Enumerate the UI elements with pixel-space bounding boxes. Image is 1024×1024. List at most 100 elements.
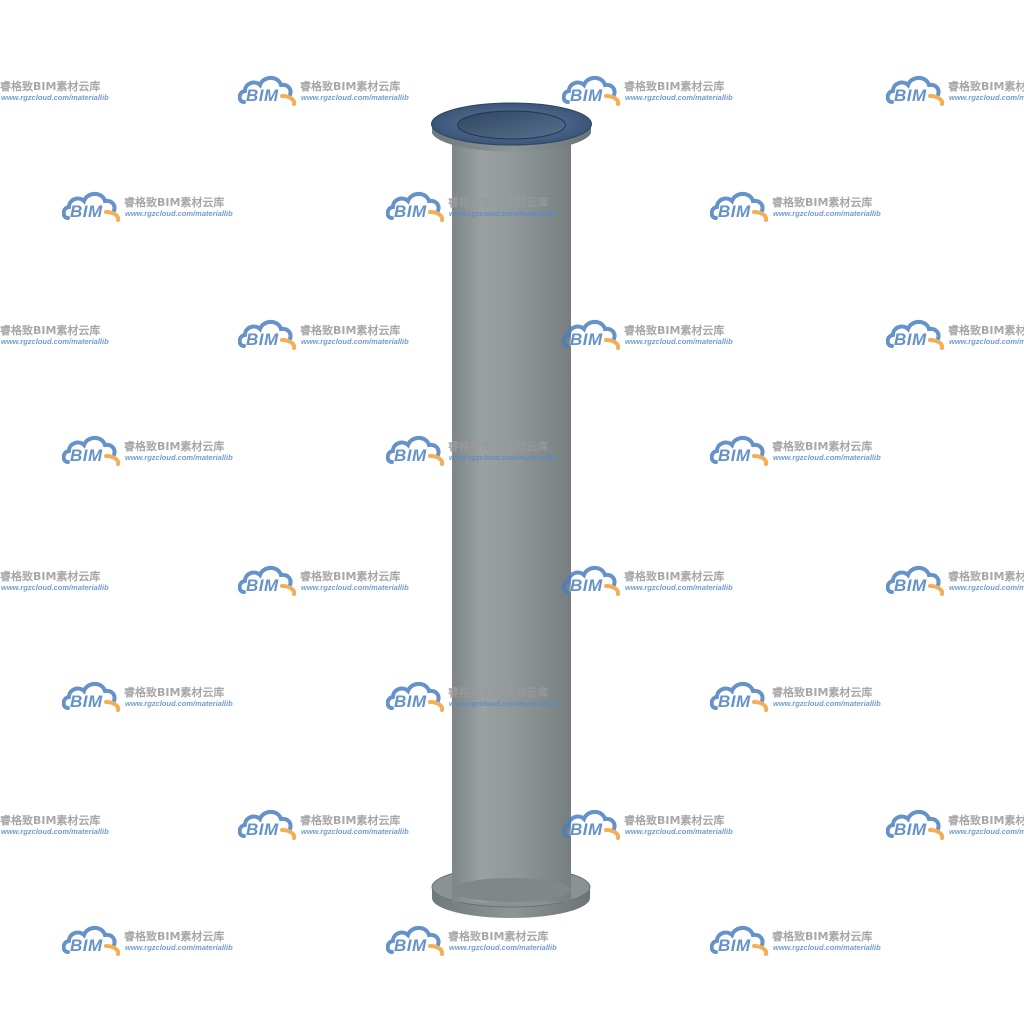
watermark-logo-text: BIM [394,446,427,465]
watermark-logo-text: BIM [894,576,927,595]
watermark-brand-text: 睿格致BIM素材云库 [124,930,225,943]
watermark-logo-text: BIM [718,936,751,955]
cloud-logo-icon [562,565,621,596]
watermark-url-text: www.rgzcloud.com/materiallib [949,583,1024,592]
watermark: BIM 睿格致BIM素材云库 www.rgzcloud.com/material… [710,432,900,472]
watermark-brand-text: 睿格致BIM素材云库 [948,80,1024,93]
watermark-url-text: www.rgzcloud.com/materiallib [773,699,881,708]
watermark-brand-text: 睿格致BIM素材云库 [448,930,549,943]
watermark-logo-text: BIM [394,692,427,711]
watermark-logo-text: BIM [570,576,603,595]
cloud-logo-icon [386,681,445,712]
watermark: BIM 睿格致BIM素材云库 www.rgzcloud.com/material… [710,922,900,962]
watermark: BIM 睿格致BIM素材云库 www.rgzcloud.com/material… [62,188,252,228]
watermark-brand-text: 睿格致BIM素材云库 [124,196,225,209]
watermark-url-text: www.rgzcloud.com/materiallib [1,827,109,836]
watermark-brand-text: 睿格致BIM素材云库 [300,814,401,827]
watermark-logo-text: BIM [570,820,603,839]
watermark-brand-text: 睿格致BIM素材云库 [448,440,549,453]
watermark: BIM 睿格致BIM素材云库 www.rgzcloud.com/material… [886,806,1024,846]
watermark: BIM 睿格致BIM素材云库 www.rgzcloud.com/material… [386,432,576,472]
watermark: BIM 睿格致BIM素材云库 www.rgzcloud.com/material… [562,562,752,602]
watermark: BIM 睿格致BIM素材云库 www.rgzcloud.com/material… [238,316,428,356]
watermark-url-text: www.rgzcloud.com/materiallib [1,337,109,346]
watermark-brand-text: 睿格致BIM素材云库 [0,814,101,827]
watermark-url-text: www.rgzcloud.com/materiallib [449,699,557,708]
watermark-brand-text: 睿格致BIM素材云库 [772,196,873,209]
watermark: BIM 睿格致BIM素材云库 www.rgzcloud.com/material… [0,562,128,602]
cloud-logo-icon [386,191,445,222]
watermark: BIM 睿格致BIM素材云库 www.rgzcloud.com/material… [238,562,428,602]
watermark: BIM 睿格致BIM素材云库 www.rgzcloud.com/material… [886,72,1024,112]
watermark-logo-text: BIM [570,330,603,349]
watermark-logo-text: BIM [246,86,279,105]
watermark-brand-text: 睿格致BIM素材云库 [948,814,1024,827]
cloud-logo-icon [238,565,297,596]
watermark-brand-text: 睿格致BIM素材云库 [300,570,401,583]
watermark-logo-text: BIM [70,202,103,221]
watermark-brand-text: 睿格致BIM素材云库 [624,570,725,583]
watermark: BIM 睿格致BIM素材云库 www.rgzcloud.com/material… [386,678,576,718]
watermark-url-text: www.rgzcloud.com/materiallib [125,699,233,708]
watermark-logo-text: BIM [70,936,103,955]
watermark-brand-text: 睿格致BIM素材云库 [300,80,401,93]
watermark: BIM 睿格致BIM素材云库 www.rgzcloud.com/material… [710,678,900,718]
watermark-url-text: www.rgzcloud.com/materiallib [449,943,557,952]
watermark-brand-text: 睿格致BIM素材云库 [624,80,725,93]
watermark-logo-text: BIM [894,330,927,349]
watermark-url-text: www.rgzcloud.com/materiallib [1,93,109,102]
cloud-logo-icon [562,809,621,840]
watermark: BIM 睿格致BIM素材云库 www.rgzcloud.com/material… [386,922,576,962]
cloud-logo-icon [710,435,769,466]
watermark-brand-text: 睿格致BIM素材云库 [624,814,725,827]
cloud-logo-icon [710,925,769,956]
watermark: BIM 睿格致BIM素材云库 www.rgzcloud.com/material… [238,72,428,112]
cloud-logo-icon [386,925,445,956]
watermark-url-text: www.rgzcloud.com/materiallib [449,209,557,218]
watermark-logo-text: BIM [394,202,427,221]
watermark-url-text: www.rgzcloud.com/materiallib [625,337,733,346]
watermark-logo-text: BIM [718,446,751,465]
watermark: BIM 睿格致BIM素材云库 www.rgzcloud.com/material… [562,72,752,112]
watermark-url-text: www.rgzcloud.com/materiallib [773,209,881,218]
watermark-logo-text: BIM [894,820,927,839]
cloud-logo-icon [62,435,121,466]
watermark: BIM 睿格致BIM素材云库 www.rgzcloud.com/material… [886,316,1024,356]
watermark-logo-text: BIM [394,936,427,955]
cloud-logo-icon [886,809,945,840]
cloud-logo-icon [886,75,945,106]
watermark-brand-text: 睿格致BIM素材云库 [0,80,101,93]
cloud-logo-icon [886,565,945,596]
watermark-brand-text: 睿格致BIM素材云库 [624,324,725,337]
watermark-url-text: www.rgzcloud.com/materiallib [625,93,733,102]
top-flange [431,102,592,152]
watermark-url-text: www.rgzcloud.com/materiallib [301,583,409,592]
watermark-logo-text: BIM [718,202,751,221]
watermark-url-text: www.rgzcloud.com/materiallib [949,827,1024,836]
watermark-url-text: www.rgzcloud.com/materiallib [449,453,557,462]
watermark: BIM 睿格致BIM素材云库 www.rgzcloud.com/material… [62,432,252,472]
cloud-logo-icon [562,75,621,106]
watermark: BIM 睿格致BIM素材云库 www.rgzcloud.com/material… [0,72,128,112]
watermark-logo-text: BIM [70,446,103,465]
watermark-url-text: www.rgzcloud.com/materiallib [125,453,233,462]
watermark-brand-text: 睿格致BIM素材云库 [948,324,1024,337]
watermark-url-text: www.rgzcloud.com/materiallib [773,943,881,952]
cloud-logo-icon [710,681,769,712]
watermark-brand-text: 睿格致BIM素材云库 [772,440,873,453]
watermark-brand-text: 睿格致BIM素材云库 [124,686,225,699]
watermark: BIM 睿格致BIM素材云库 www.rgzcloud.com/material… [562,806,752,846]
watermark-url-text: www.rgzcloud.com/materiallib [125,209,233,218]
cloud-logo-icon [710,191,769,222]
watermark: BIM 睿格致BIM素材云库 www.rgzcloud.com/material… [562,316,752,356]
watermark-logo-text: BIM [70,692,103,711]
watermark-brand-text: 睿格致BIM素材云库 [772,930,873,943]
watermark: BIM 睿格致BIM素材云库 www.rgzcloud.com/material… [238,806,428,846]
watermark-brand-text: 睿格致BIM素材云库 [300,324,401,337]
watermark: BIM 睿格致BIM素材云库 www.rgzcloud.com/material… [0,316,128,356]
watermark-url-text: www.rgzcloud.com/materiallib [949,93,1024,102]
watermark-brand-text: 睿格致BIM素材云库 [0,324,101,337]
watermark-brand-text: 睿格致BIM素材云库 [0,570,101,583]
watermark-brand-text: 睿格致BIM素材云库 [124,440,225,453]
